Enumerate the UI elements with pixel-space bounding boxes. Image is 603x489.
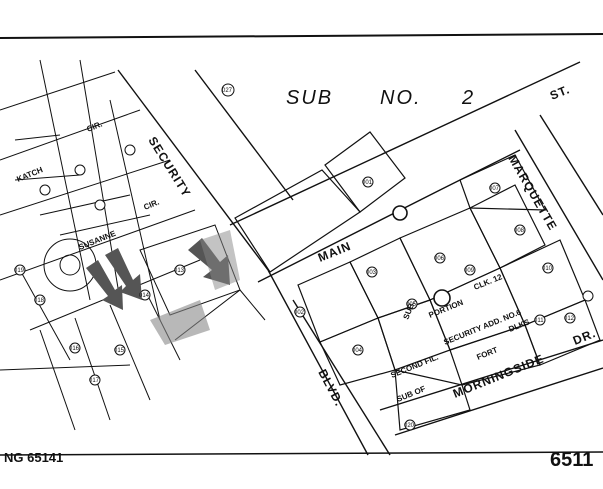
title-sub: SUB bbox=[286, 87, 333, 109]
street-morningside: MORNINGSIDE bbox=[451, 351, 546, 400]
street-katch: KATCH bbox=[15, 165, 44, 184]
parcel-lines-north bbox=[234, 131, 601, 431]
arrow-icon bbox=[86, 260, 123, 310]
svg-text:001: 001 bbox=[362, 180, 373, 186]
security-street bbox=[117, 69, 294, 271]
parcel-markers bbox=[14, 83, 594, 431]
svg-text:009: 009 bbox=[464, 268, 475, 274]
marquette-street bbox=[514, 114, 603, 281]
svg-text:015: 015 bbox=[114, 348, 125, 354]
label-fort: FORT bbox=[475, 345, 499, 362]
highlight-arrows bbox=[86, 230, 240, 345]
svg-text:010: 010 bbox=[542, 266, 553, 272]
street-st: ST. bbox=[548, 82, 572, 103]
arrow-icon bbox=[105, 248, 142, 300]
svg-text:005: 005 bbox=[406, 302, 417, 308]
label-clk: CLK. 12 bbox=[472, 272, 503, 292]
svg-text:019: 019 bbox=[14, 268, 25, 274]
street-dr: DR. bbox=[571, 326, 598, 348]
title-no: NO. bbox=[380, 87, 422, 109]
svg-text:002: 002 bbox=[294, 310, 305, 316]
footer-right: 6511 bbox=[550, 449, 593, 471]
svg-text:014: 014 bbox=[139, 293, 150, 299]
morningside-street bbox=[379, 339, 603, 436]
svg-text:027: 027 bbox=[222, 88, 233, 94]
street-cir: CIR. bbox=[85, 120, 103, 134]
svg-text:016: 016 bbox=[69, 346, 80, 352]
footer-left: NG 65141 bbox=[4, 450, 63, 465]
svg-text:018: 018 bbox=[34, 298, 45, 304]
svg-text:020: 020 bbox=[404, 423, 415, 429]
parcel-numbers: 027 001 002 003 004 005 006 007 008 009 … bbox=[14, 88, 575, 429]
svg-text:011: 011 bbox=[534, 318, 544, 324]
svg-text:012: 012 bbox=[564, 316, 575, 322]
svg-text:004: 004 bbox=[352, 348, 363, 354]
main-street bbox=[229, 61, 581, 283]
title-number: 2 bbox=[461, 87, 475, 109]
street-cir-2: CIR. bbox=[142, 198, 160, 212]
svg-text:017: 017 bbox=[89, 378, 100, 384]
street-security: SECURITY bbox=[145, 134, 193, 200]
street-blvd: BLVD. bbox=[315, 367, 346, 409]
svg-text:013: 013 bbox=[174, 268, 185, 274]
svg-text:008: 008 bbox=[514, 228, 525, 234]
blvd-street bbox=[267, 269, 391, 456]
label-second-fil: SECOND FIL. bbox=[389, 353, 439, 380]
svg-text:006: 006 bbox=[434, 256, 445, 262]
svg-text:003: 003 bbox=[366, 270, 377, 276]
svg-text:007: 007 bbox=[489, 186, 500, 192]
